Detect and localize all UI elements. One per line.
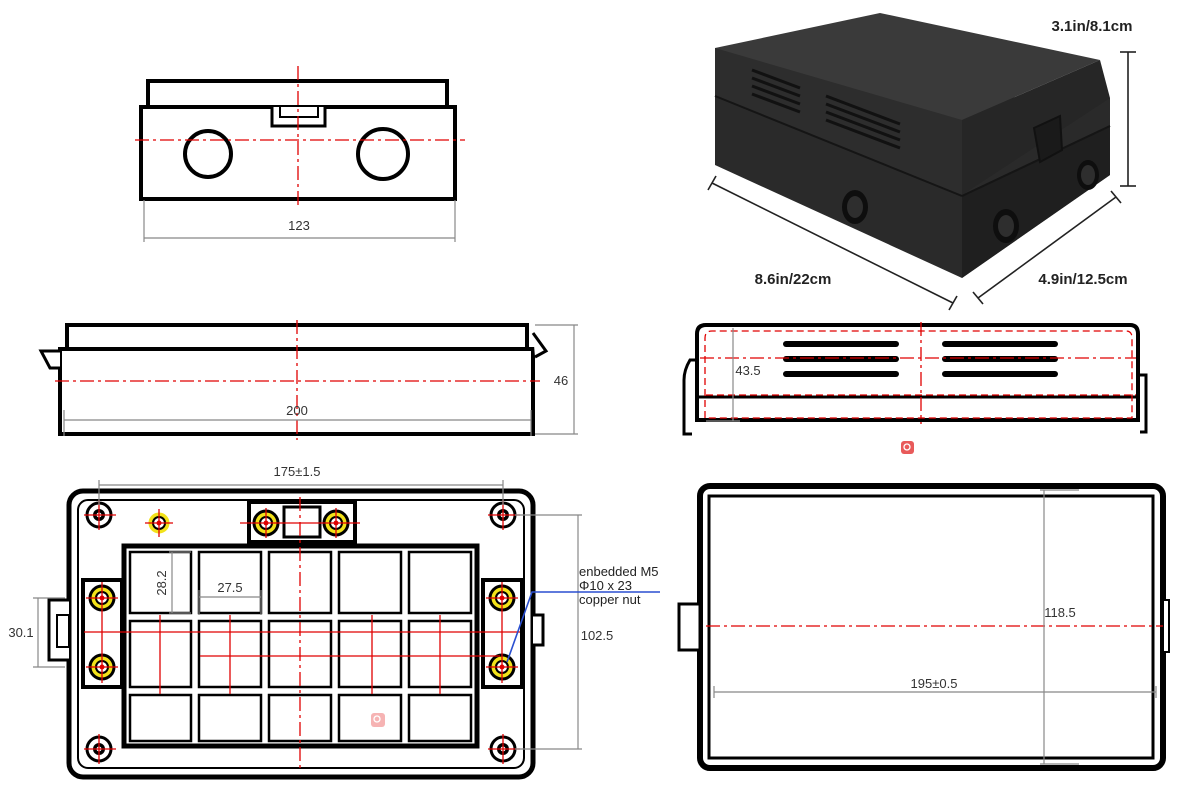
side-height-label: 46	[554, 373, 568, 388]
nut-note-line-2: Φ10 x 23	[579, 578, 632, 593]
zoom-icon[interactable]	[901, 441, 914, 454]
lid-height-label: 118.5	[1044, 605, 1076, 620]
product-photo: 3.1in/8.1cm 8.6in/22cm 4.9in/12.5cm	[707, 13, 1136, 311]
bottom-view: 175±1.5 28.2 27.5 30.1 102.5 enbedded M5…	[8, 464, 660, 780]
bottom-height-label: 102.5	[581, 628, 614, 643]
rib-height-label: 28.2	[154, 570, 169, 595]
photo-length-label: 8.6in/22cm	[755, 271, 832, 288]
photo-depth-label: 4.9in/12.5cm	[1038, 271, 1127, 288]
inner-height-label: 43.5	[735, 363, 760, 378]
side-view: 200 46	[38, 320, 578, 440]
leader-line	[506, 591, 660, 663]
front-view: 123	[135, 66, 465, 242]
rib-width-label: 27.5	[217, 580, 242, 595]
photo-height-label: 3.1in/8.1cm	[1052, 18, 1133, 35]
lid-width-label: 195±0.5	[911, 676, 958, 691]
side-width-label: 200	[286, 403, 308, 418]
side-vented-view: 43.5	[682, 322, 1148, 454]
zoom-icon[interactable]	[371, 713, 385, 727]
tab-height-label: 30.1	[8, 625, 33, 640]
nut-note-line-3: copper nut	[579, 592, 641, 607]
nut-note-line-1: enbedded M5	[579, 564, 659, 579]
lid-view: 118.5 195±0.5	[677, 483, 1170, 771]
hole-spacing-label: 175±1.5	[274, 464, 321, 479]
front-width-label: 123	[288, 218, 310, 233]
